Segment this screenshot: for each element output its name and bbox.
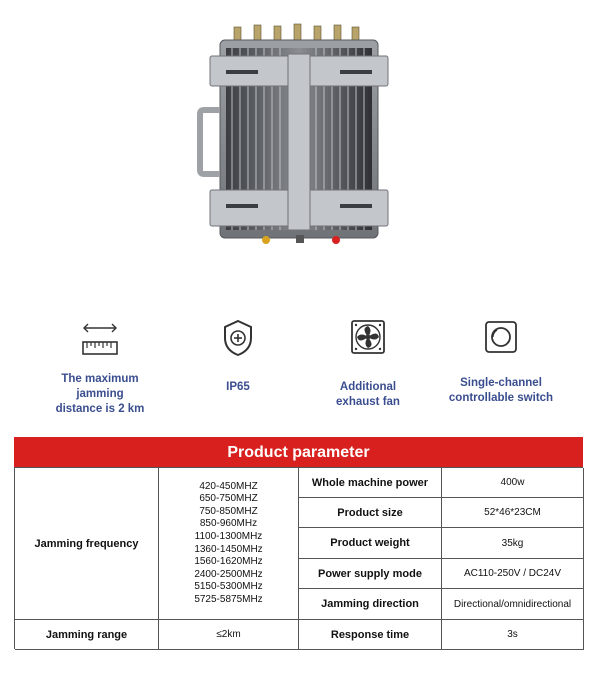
features-row: The maximum jamming distance is 2 km IP6… [0, 318, 596, 428]
frequency-item: 750-850MHZ [199, 505, 258, 517]
frequency-item: 1560-1620MHz [194, 556, 263, 568]
jamming-frequency-label: Jamming frequency [15, 468, 159, 620]
ruler-distance-icon [82, 323, 118, 355]
spec-label: Whole machine power [299, 468, 442, 498]
product-jammer-image [197, 23, 389, 244]
feature-label-line: IP65 [226, 381, 250, 393]
spec-value: 400w [442, 468, 584, 498]
frequency-item: 1360-1450MHz [194, 543, 263, 555]
feature-exhaust-fan: Additional exhaust fan [318, 318, 418, 410]
frequency-item: 5150-5300MHz [194, 581, 263, 593]
spec-value: Directional/omnidirectional [442, 589, 584, 620]
spec-label: Response time [299, 620, 442, 650]
spec-label: Jamming direction [299, 589, 442, 620]
feature-label-line: Single-channel [460, 377, 542, 389]
feature-label-line: jamming [76, 388, 124, 400]
frequency-list: 420-450MHZ 650-750MHZ 750-850MHZ 850-960… [194, 481, 262, 607]
spec-label: Power supply mode [299, 559, 442, 589]
feature-ip65: IP65 [198, 318, 278, 395]
feature-controllable-switch: Single-channel controllable switch [436, 318, 566, 406]
frequency-item: 2400-2500MHz [194, 568, 263, 580]
frequency-item: 650-750MHZ [199, 493, 258, 505]
frequency-item: 850-960MHz [199, 518, 258, 530]
feature-label-line: Additional [339, 381, 397, 393]
fan-icon [351, 320, 385, 354]
table-body: Jamming frequency 420-450MHZ 650-750MHZ … [14, 467, 584, 650]
frequency-item: 5725-5875MHz [194, 593, 263, 605]
spec-value: 52*46*23CM [442, 498, 584, 528]
feature-label-line: The maximum [61, 373, 139, 385]
frequency-list-cell: 420-450MHZ 650-750MHZ 750-850MHZ 850-960… [159, 468, 299, 620]
frequency-item: 1100-1300MHz [194, 530, 263, 542]
feature-label-line: controllable switch [448, 392, 554, 404]
jamming-range-value: ≤2km [159, 620, 299, 650]
spec-value: 3s [442, 620, 584, 650]
jamming-range-label: Jamming range [15, 620, 159, 650]
spec-value: AC110-250V / DC24V [442, 559, 584, 589]
table-title: Product parameter [14, 437, 583, 467]
frequency-item: 420-450MHZ [199, 480, 258, 492]
feature-label-line: distance is 2 km [55, 403, 145, 415]
spec-label: Product size [299, 498, 442, 528]
shield-plus-icon [224, 319, 252, 357]
power-switch-icon [485, 321, 517, 353]
product-parameter-table: Product parameter Jamming frequency 420-… [14, 437, 584, 650]
feature-label-line: exhaust fan [336, 396, 400, 408]
spec-value: 35kg [442, 528, 584, 559]
feature-max-distance: The maximum jamming distance is 2 km [40, 318, 160, 417]
spec-label: Product weight [299, 528, 442, 559]
